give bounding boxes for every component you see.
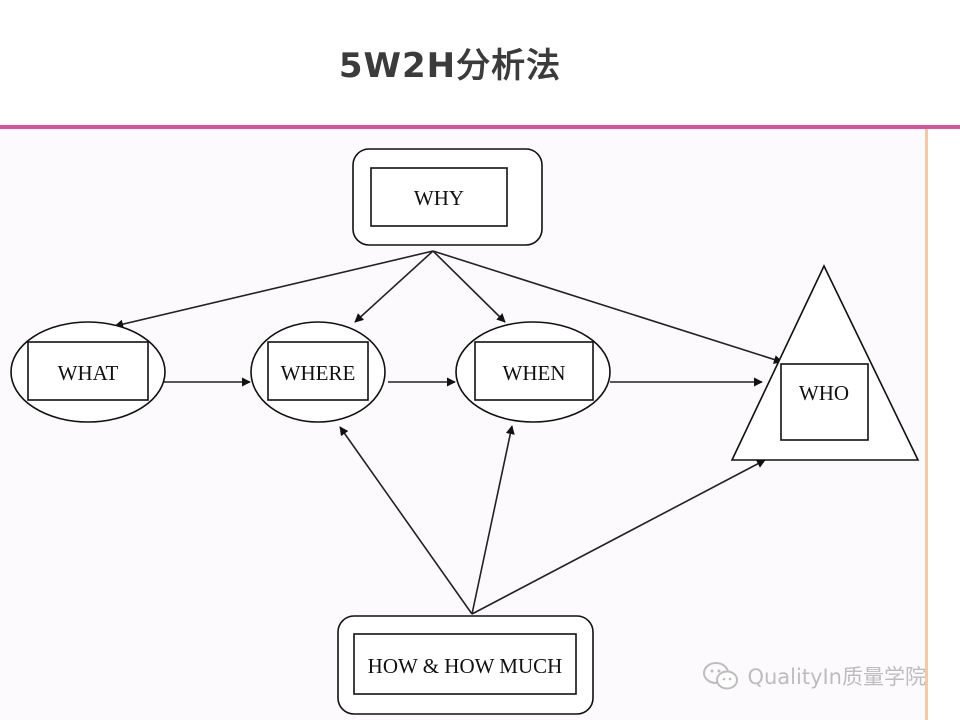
node-what: WHAT: [10, 321, 166, 423]
node-who: WHO: [730, 264, 920, 461]
node-why-label: WHY: [414, 186, 464, 210]
edge-how-where: [339, 426, 473, 615]
node-how-label: HOW & HOW MUCH: [368, 654, 563, 678]
edge-how-when: [471, 425, 515, 615]
node-when: WHEN: [455, 321, 611, 423]
wechat-icon: [703, 662, 739, 690]
accent-divider: [0, 125, 960, 129]
node-how: HOW & HOW MUCH: [337, 615, 594, 715]
node-who-label: WHO: [799, 381, 849, 405]
watermark: QualityIn质量学院: [701, 660, 926, 692]
page-title: 5W2H分析法: [338, 46, 562, 86]
edge-why-who: [432, 250, 783, 364]
node-where-label: WHERE: [281, 361, 356, 385]
node-when-label: WHEN: [503, 361, 566, 385]
edge-how-who: [471, 459, 766, 615]
node-what-label: WHAT: [58, 361, 119, 385]
edge-why-where: [354, 250, 434, 323]
node-where: WHERE: [250, 321, 386, 423]
node-why: WHY: [352, 148, 543, 246]
edge-why-what: [114, 250, 434, 329]
edge-why-when: [432, 250, 506, 323]
watermark-text: QualityIn质量学院: [747, 665, 926, 689]
